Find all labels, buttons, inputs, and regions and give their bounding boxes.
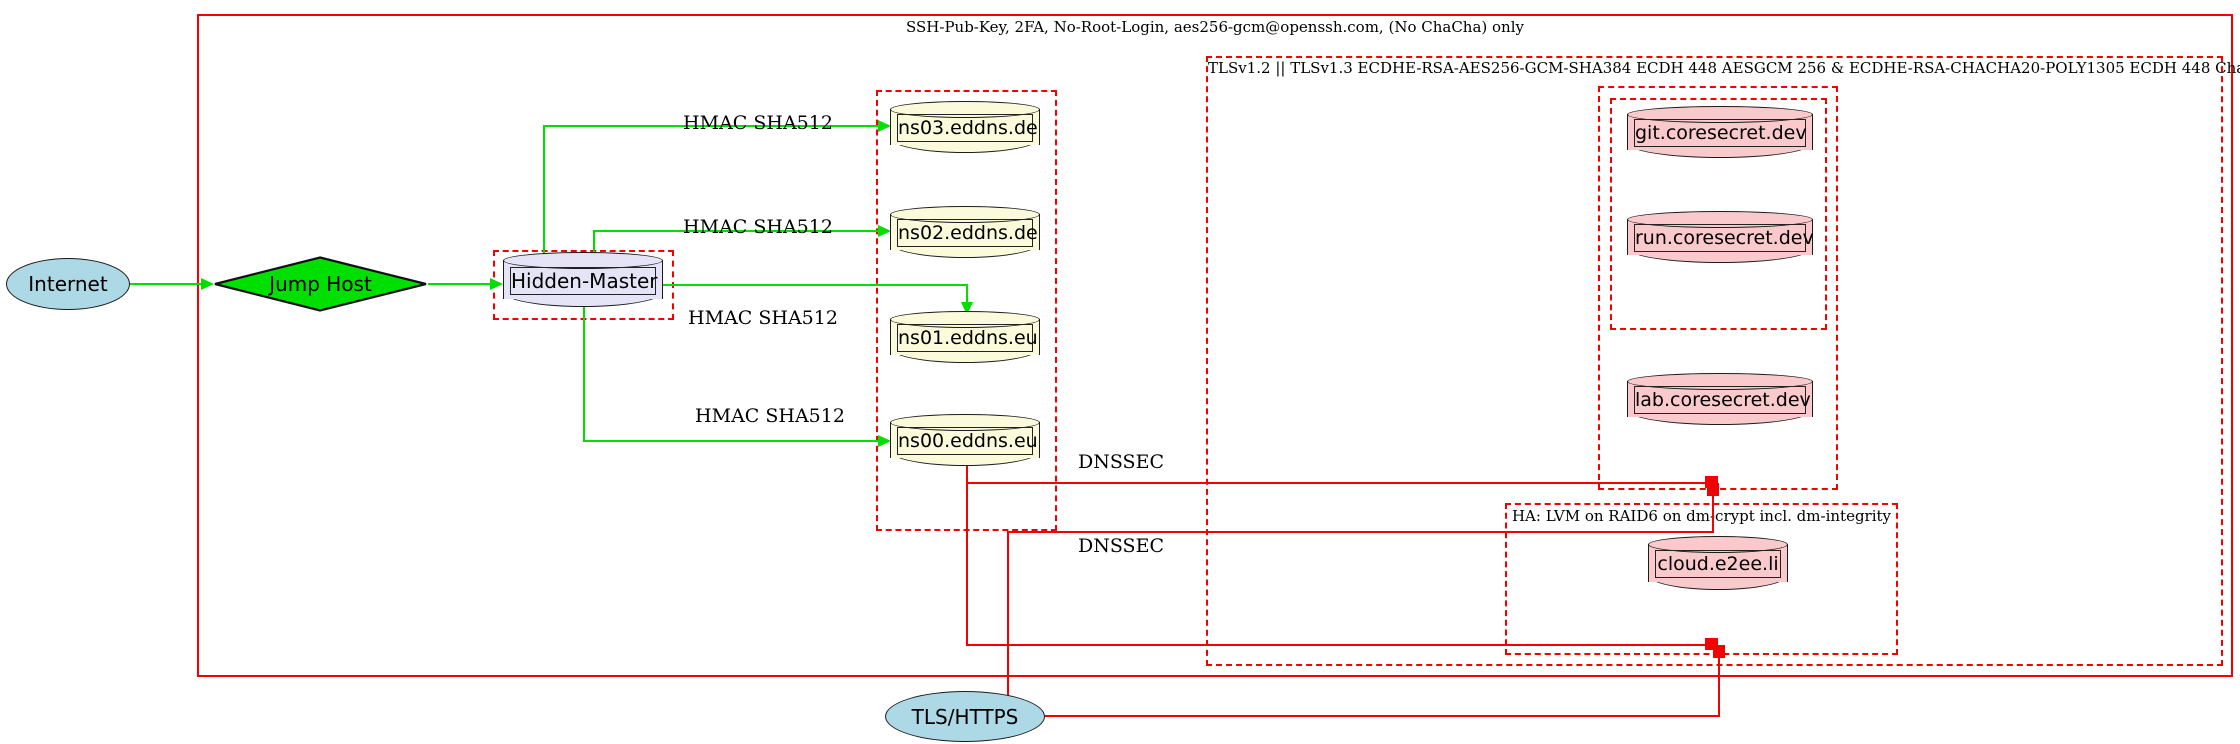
edge-jumphost-hiddenmaster bbox=[428, 283, 491, 285]
cluster-ssh-label: SSH-Pub-Key, 2FA, No-Root-Login, aes256-… bbox=[906, 18, 1524, 36]
cylinder-cap bbox=[1627, 373, 1813, 390]
edge-hm-ns02-h bbox=[593, 230, 879, 232]
cylinder-cap bbox=[890, 101, 1040, 118]
node-hidden-master: Hidden-Master bbox=[503, 252, 663, 307]
arrowhead-jumphost-icon bbox=[201, 278, 214, 290]
arrowhead-ns02-icon bbox=[878, 225, 891, 237]
cylinder-cap bbox=[1627, 106, 1813, 123]
cluster-coresecret-inner bbox=[1610, 98, 1827, 330]
node-internet-label: Internet bbox=[28, 272, 108, 296]
node-cloud-label: cloud.e2ee.li bbox=[1655, 550, 1781, 578]
node-jump-host: Jump Host bbox=[213, 256, 428, 312]
edge-label-dnssec-top: DNSSEC bbox=[1078, 451, 1164, 473]
arrowhead-hiddenmaster-icon bbox=[490, 278, 503, 290]
arrowhead-ha-icon bbox=[1713, 645, 1725, 658]
edge-dnssec-top-h bbox=[966, 482, 1707, 484]
node-lab-label: lab.coresecret.dev bbox=[1634, 386, 1811, 414]
arrowhead-ns03-icon bbox=[878, 120, 891, 132]
edge-tls-coresecret-v1 bbox=[1007, 531, 1009, 697]
edge-tls-ha-h bbox=[1045, 715, 1720, 717]
node-run: run.coresecret.dev bbox=[1627, 211, 1814, 263]
node-run-label: run.coresecret.dev bbox=[1634, 224, 1814, 252]
cluster-ha: HA: LVM on RAID6 on dm-crypt incl. dm-in… bbox=[1505, 503, 1898, 655]
node-ns03: ns03.eddns.de bbox=[890, 101, 1040, 153]
edge-hm-ns02-v bbox=[593, 230, 595, 258]
node-tls-https: TLS/HTTPS bbox=[885, 691, 1045, 742]
edge-internet-jumphost bbox=[130, 283, 202, 285]
cluster-ssh: SSH-Pub-Key, 2FA, No-Root-Login, aes256-… bbox=[197, 14, 2233, 677]
node-lab: lab.coresecret.dev bbox=[1627, 373, 1813, 425]
node-ns01: ns01.eddns.eu bbox=[890, 311, 1040, 363]
node-git-label: git.coresecret.dev bbox=[1634, 119, 1807, 147]
edge-label-hmac-ns03: HMAC SHA512 bbox=[683, 112, 833, 134]
node-git: git.coresecret.dev bbox=[1627, 106, 1813, 158]
cylinder-cap bbox=[890, 311, 1040, 328]
edge-label-hmac-ns00: HMAC SHA512 bbox=[695, 405, 845, 427]
node-ns03-label: ns03.eddns.de bbox=[897, 114, 1038, 142]
cylinder-cap bbox=[503, 252, 663, 269]
edge-hm-ns00-v bbox=[583, 305, 585, 440]
edge-hm-ns01-v bbox=[966, 284, 968, 303]
arrowhead-ns00-icon bbox=[878, 435, 891, 447]
node-ns02-label: ns02.eddns.de bbox=[897, 219, 1038, 247]
cylinder-cap bbox=[890, 206, 1040, 223]
edge-tls-ha-v bbox=[1718, 656, 1720, 717]
cylinder-cap bbox=[1627, 211, 1813, 228]
node-tls-https-label: TLS/HTTPS bbox=[911, 704, 1019, 729]
edge-label-hmac-ns02: HMAC SHA512 bbox=[683, 216, 833, 238]
arrowhead-coresecret-icon bbox=[1707, 483, 1719, 496]
edge-tls-coresecret-v2 bbox=[1712, 495, 1714, 533]
cluster-tls-label: TLSv1.2 || TLSv1.3 ECDHE-RSA-AES256-GCM-… bbox=[1208, 59, 2240, 77]
edge-hm-ns03-v bbox=[543, 125, 545, 258]
node-hidden-master-label: Hidden-Master bbox=[510, 266, 658, 295]
node-ns00: ns00.eddns.eu bbox=[890, 414, 1040, 466]
edge-label-dnssec-bottom: DNSSEC bbox=[1078, 535, 1164, 557]
node-ns01-label: ns01.eddns.eu bbox=[897, 324, 1038, 352]
diamond-shape-icon bbox=[214, 256, 427, 312]
edge-tls-coresecret-h bbox=[1007, 531, 1714, 533]
node-ns00-label: ns00.eddns.eu bbox=[897, 427, 1038, 455]
cylinder-cap bbox=[890, 414, 1040, 431]
cluster-ha-label: HA: LVM on RAID6 on dm-crypt incl. dm-in… bbox=[1511, 507, 1892, 525]
cluster-tls: TLSv1.2 || TLSv1.3 ECDHE-RSA-AES256-GCM-… bbox=[1206, 56, 2240, 666]
node-internet: Internet bbox=[6, 258, 130, 310]
node-jump-host-label: Jump Host bbox=[269, 272, 372, 296]
edge-hm-ns01-h bbox=[663, 284, 968, 286]
node-cloud: cloud.e2ee.li bbox=[1648, 536, 1788, 590]
node-ns02: ns02.eddns.de bbox=[890, 206, 1040, 258]
edge-ns00-down-v bbox=[966, 463, 968, 645]
edge-hm-ns03-h bbox=[543, 125, 879, 127]
edge-dnssec-bottom-h bbox=[966, 644, 1707, 646]
cylinder-cap bbox=[1648, 536, 1788, 553]
edge-hm-ns00-h bbox=[583, 440, 879, 442]
edge-label-hmac-ns01: HMAC SHA512 bbox=[688, 307, 838, 329]
